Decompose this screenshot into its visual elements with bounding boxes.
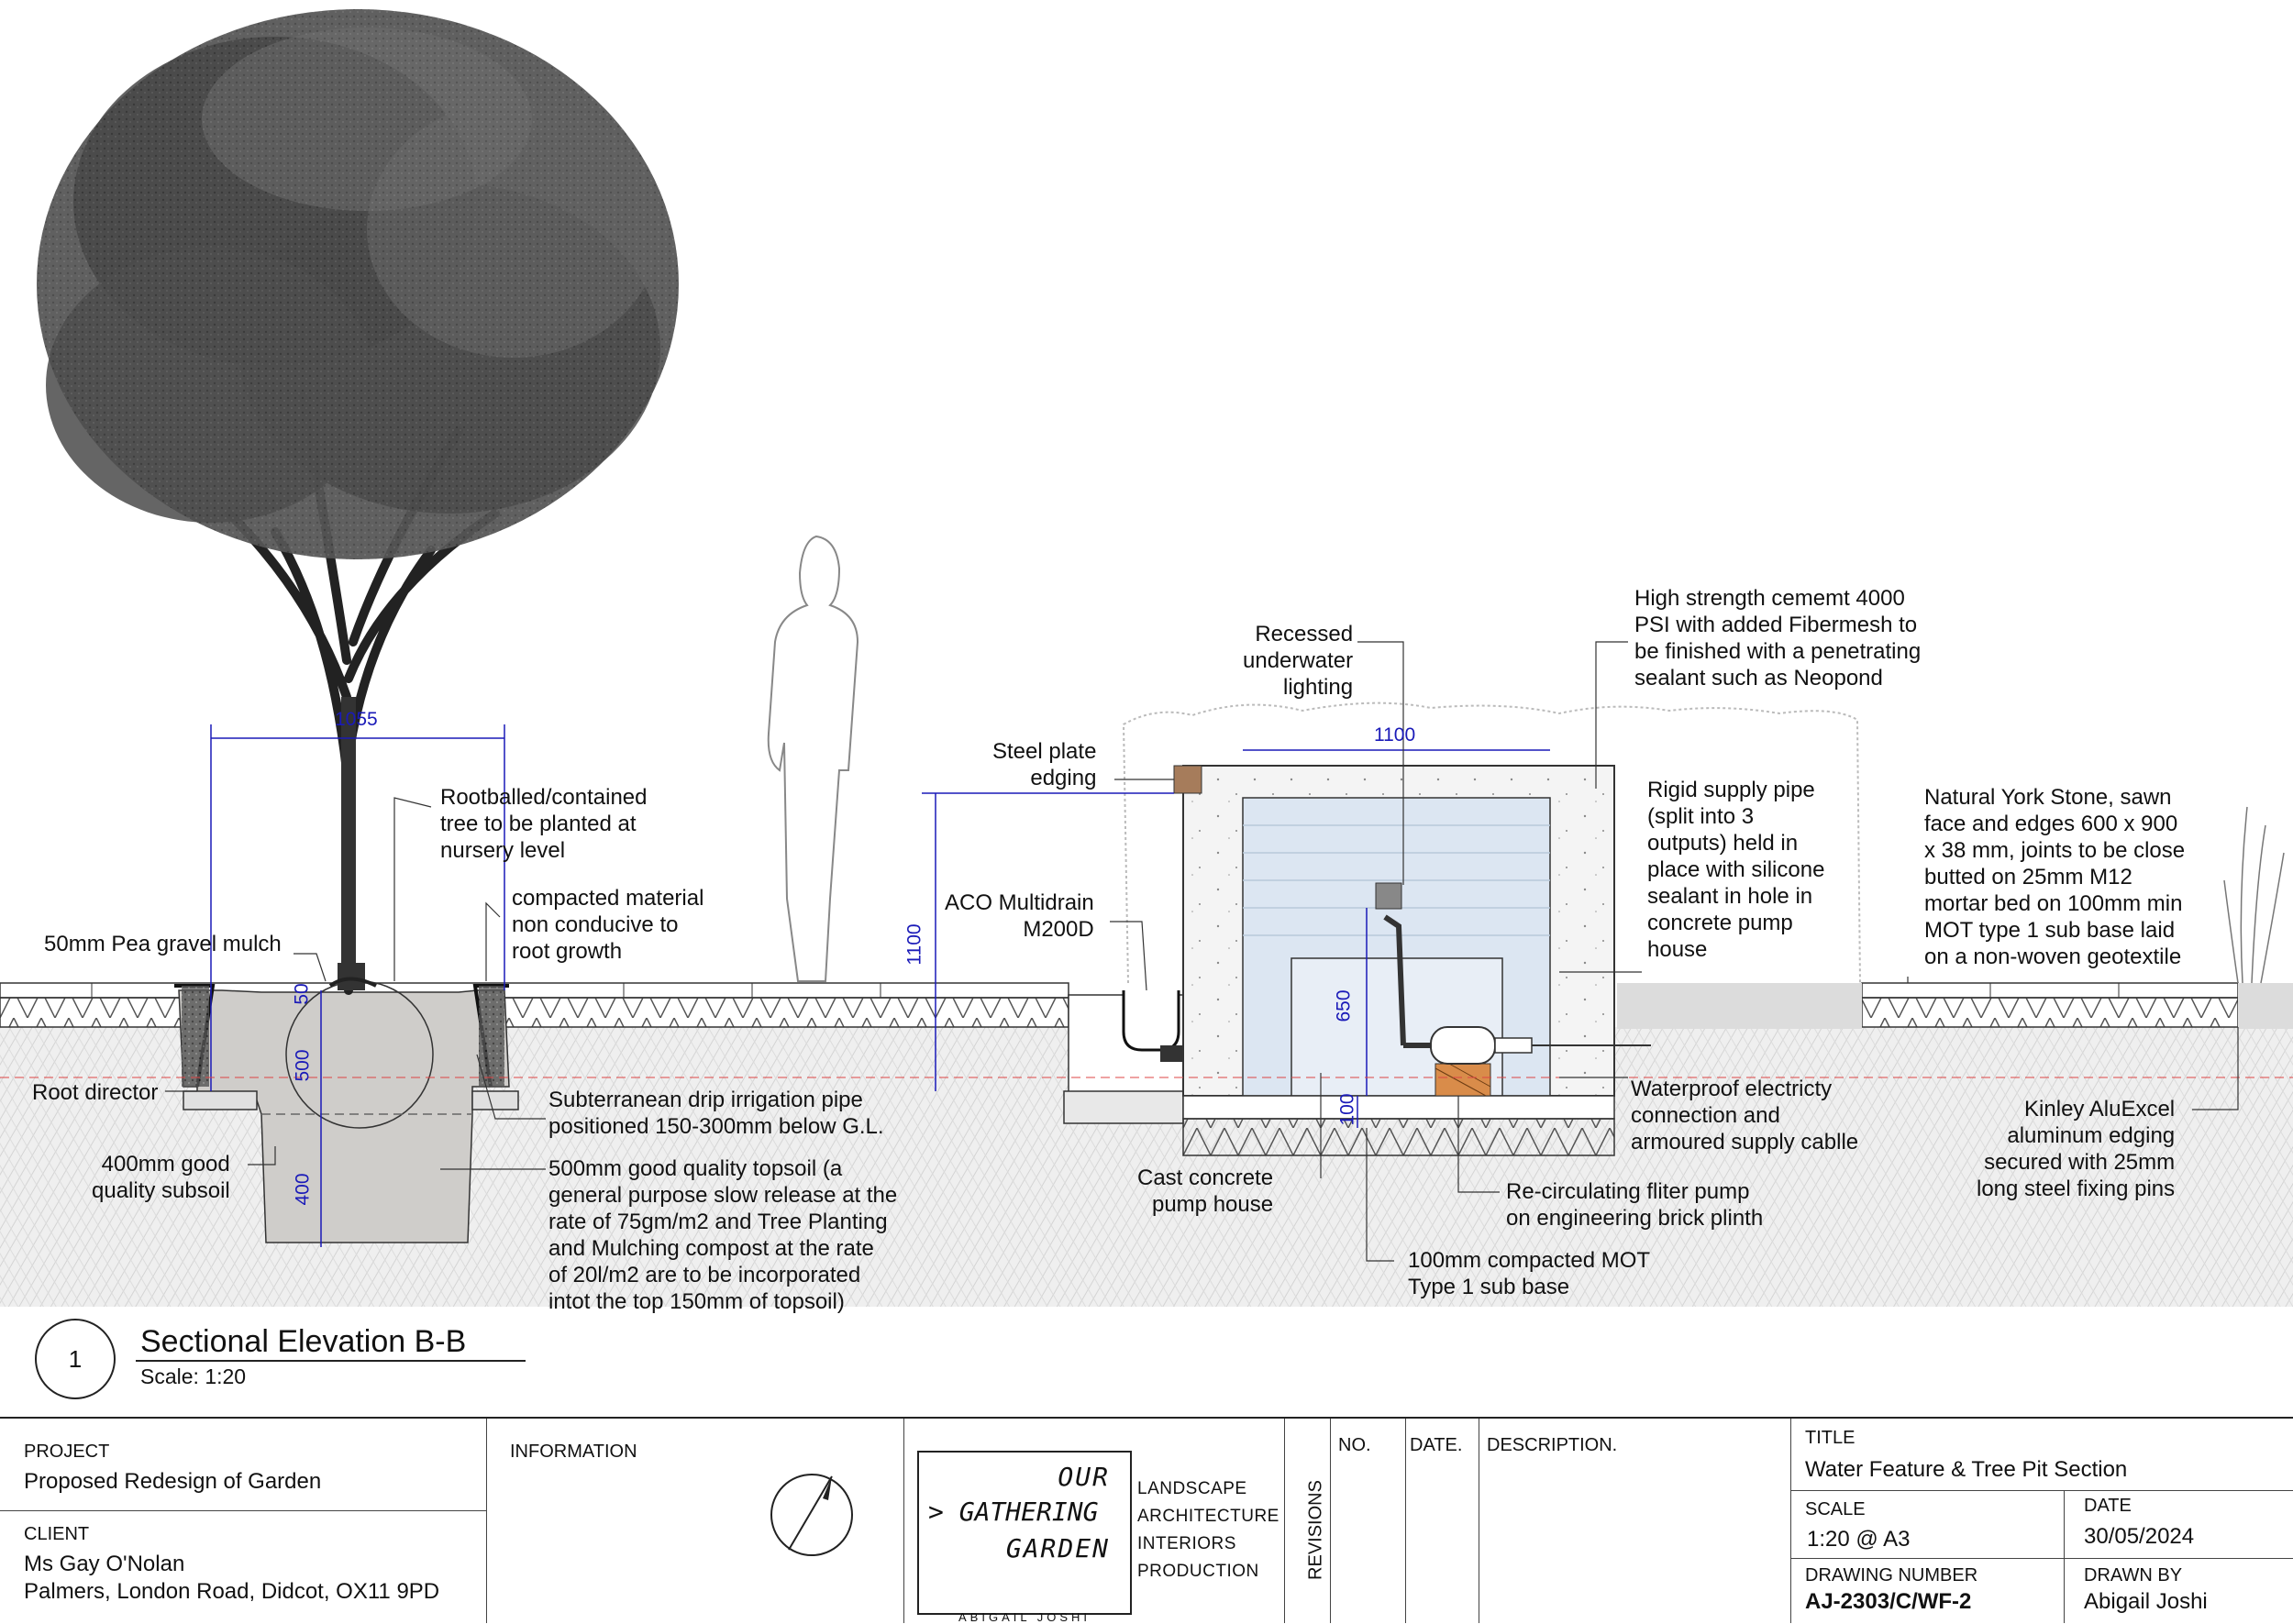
client-label: CLIENT: [24, 1524, 90, 1544]
drawing-number: AJ-2303/C/WF-2: [1805, 1589, 1972, 1614]
description-column-label: DESCRIPTION.: [1487, 1435, 1618, 1455]
drawn-by-label: DRAWN BY: [2084, 1565, 2183, 1585]
tree: [37, 9, 679, 995]
logo-author: ABIGAIL JOSHI: [958, 1610, 1091, 1624]
note-steel-plate-edging: Steel plate edging: [992, 739, 1097, 790]
scale-label: SCALE: [1805, 1499, 1866, 1519]
dimension-subsoil-depth: 400: [292, 1173, 314, 1206]
logo: OUR > GATHERING GARDEN ABIGAIL JOSHI: [917, 1451, 1132, 1624]
paving-right: [1617, 982, 2293, 1029]
note-recessed-lighting: Recessed underwater lighting: [1243, 622, 1354, 700]
services-list: LANDSCAPE ARCHITECTURE INTERIORS PRODUCT…: [1137, 1479, 1279, 1581]
section-number: 1: [68, 1344, 83, 1373]
section-title: Sectional Elevation B-B: [140, 1324, 467, 1359]
note-subsoil: 400mm good quality subsoil: [92, 1152, 230, 1203]
note-topsoil: 500mm good quality topsoil (a general pu…: [548, 1156, 898, 1314]
dimension-pool-width: 1100: [1374, 724, 1416, 746]
note-gravel-mulch: 50mm Pea gravel mulch: [44, 932, 282, 956]
no-column-label: NO.: [1338, 1435, 1371, 1455]
leader-lines: [165, 641, 2239, 1262]
client-name: Ms Gay O'Nolan: [24, 1552, 185, 1576]
section-scale: Scale: 1:20: [140, 1364, 247, 1388]
note-rootballed-tree: Rootballed/contained tree to be planted …: [440, 785, 648, 863]
north-arrow-icon: [770, 1474, 853, 1556]
dimension-mulch-depth: 50: [291, 983, 313, 1005]
dimension-base-depth: 100: [1336, 1093, 1358, 1126]
dimension-tree-pit-width: 1055: [335, 709, 378, 730]
date-column-label: DATE.: [1410, 1435, 1463, 1455]
drawing-number-label: DRAWING NUMBER: [1805, 1565, 1978, 1585]
dimension-pool-height: 1100: [903, 923, 925, 966]
dimension-lines: [0, 724, 2293, 1247]
note-root-director: Root director: [32, 1080, 159, 1105]
human-silhouette: [767, 535, 859, 982]
note-aco-drain: ACO Multidrain M200D: [945, 890, 1094, 942]
date-label: DATE: [2084, 1496, 2132, 1516]
note-waterproof-connection: Waterproof electricty connection and arm…: [1631, 1077, 1859, 1154]
note-cast-concrete: Cast concrete pump house: [1137, 1166, 1274, 1217]
dimension-pump-house-height: 650: [1333, 989, 1355, 1022]
logo-line-2: > GATHERING: [928, 1497, 1099, 1527]
logo-line-3: GARDEN: [1005, 1533, 1110, 1563]
logo-line-1: OUR: [1058, 1462, 1110, 1492]
paving-left: [0, 982, 1069, 1028]
note-rigid-supply-pipe: Rigid supply pipe (split into 3 outputs)…: [1647, 778, 1825, 962]
hedge-outline: [1122, 702, 1861, 984]
note-kinley-edging: Kinley AluExcel aluminum edging secured …: [1977, 1097, 2176, 1201]
pump-house: [1173, 765, 1651, 1156]
note-drip-irrigation: Subterranean drip irrigation pipe positi…: [548, 1088, 884, 1139]
scale-value: 1:20 @ A3: [1807, 1527, 1911, 1552]
note-york-stone: Natural York Stone, sawn face and edges …: [1924, 785, 2186, 969]
revisions-label: REVISIONS: [1305, 1480, 1326, 1580]
title-block: PROJECT Proposed Redesign of Garden CLIE…: [0, 1417, 2293, 1624]
aco-drain: [1063, 990, 1189, 1124]
drawing-title: Water Feature & Tree Pit Section: [1805, 1457, 2128, 1482]
section-title-underline: [136, 1360, 526, 1362]
drawn-by: Abigail Joshi: [2084, 1589, 2208, 1614]
project-name: Proposed Redesign of Garden: [24, 1469, 322, 1494]
date-value: 30/05/2024: [2084, 1524, 2195, 1549]
information-label: INFORMATION: [510, 1442, 637, 1462]
reeds: [2223, 806, 2285, 984]
note-compacted-material: compacted material non conducive to root…: [512, 886, 704, 964]
client-address: Palmers, London Road, Didcot, OX11 9PD: [24, 1579, 440, 1604]
note-high-strength-cement: High strength cememt 4000 PSI with added…: [1634, 586, 1922, 690]
dimension-topsoil-depth: 500: [292, 1049, 314, 1082]
section-title-mark: 1 Sectional Elevation B-B Scale: 1:20: [35, 1319, 526, 1401]
tree-pit: [174, 980, 519, 1243]
section-drawing: [0, 9, 2293, 1307]
title-label: TITLE: [1805, 1428, 1855, 1448]
note-mot-sub-base: 100mm compacted MOT Type 1 sub base: [1408, 1248, 1651, 1299]
section-number-circle: 1: [35, 1319, 116, 1399]
note-filter-pump: Re-circulating fliter pump on engineerin…: [1506, 1179, 1764, 1231]
project-label: PROJECT: [24, 1442, 110, 1462]
